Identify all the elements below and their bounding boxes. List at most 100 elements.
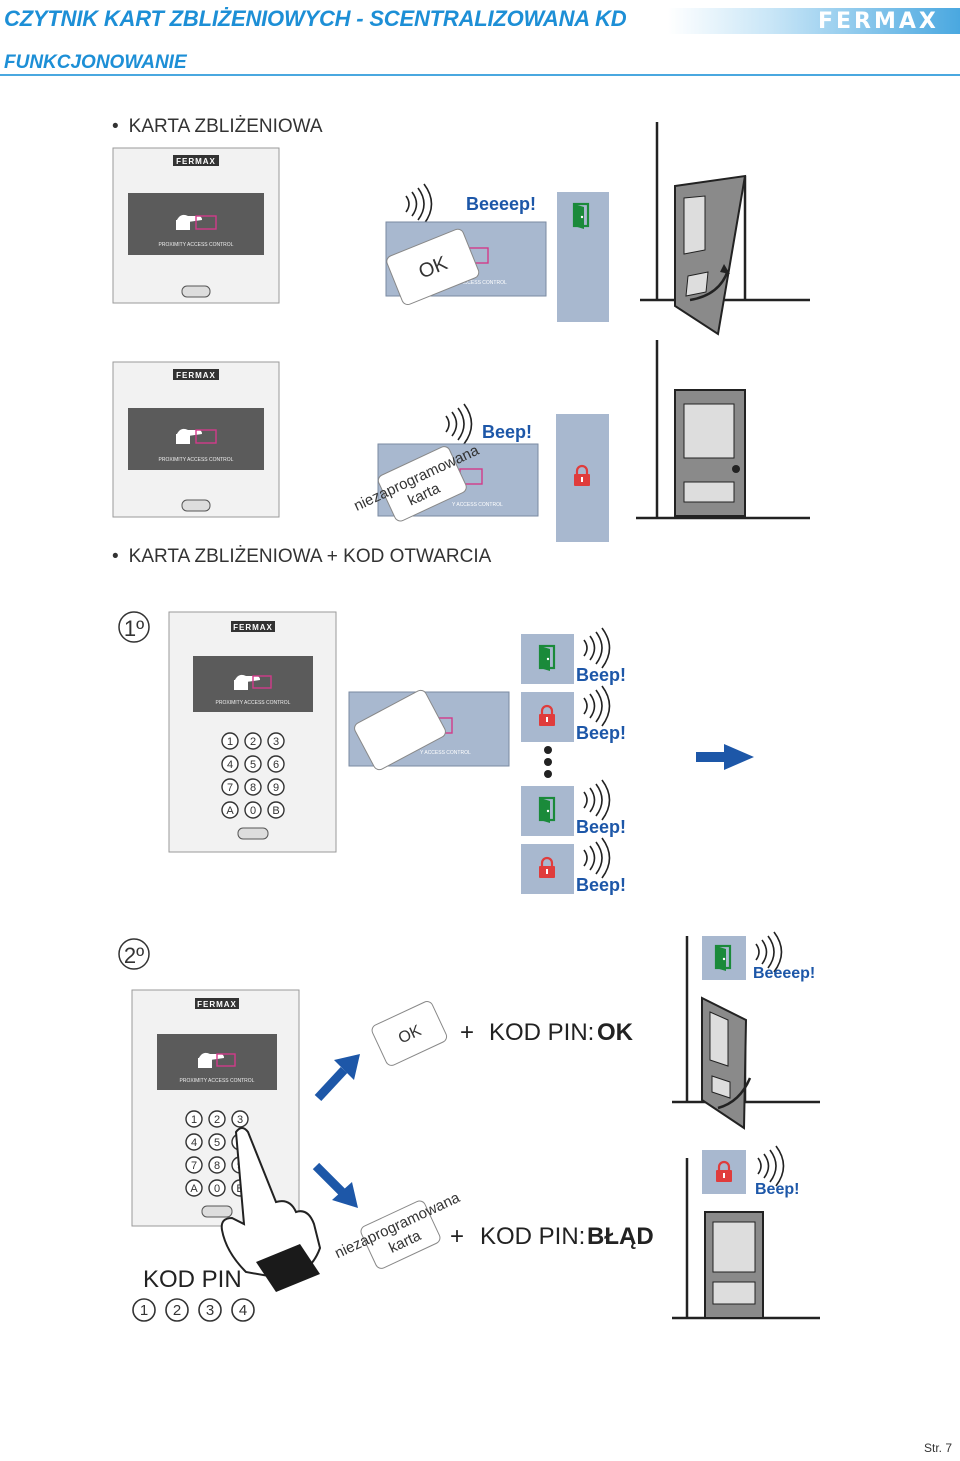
keypad-key-label: 0: [250, 805, 256, 817]
keypad-key: [185, 1110, 203, 1128]
svg-text:Beep!: Beep!: [576, 723, 626, 743]
svg-text:FERMAX: FERMAX: [233, 623, 273, 632]
pin-digit-label: 4: [239, 1302, 247, 1319]
section-title: FUNKCJONOWANIE: [4, 52, 187, 73]
document-title: CZYTNIK KART ZBLIŻENIOWYCH - SCENTRALIZO…: [4, 6, 627, 31]
keypad-key: [244, 755, 262, 773]
keypad: 1 2 3 4 5 6 7 8 9A 0 B: [221, 732, 285, 819]
svg-text:Beep!: Beep!: [576, 875, 626, 895]
step2-badge: 2º: [118, 938, 150, 970]
pin-digit-label: 3: [206, 1302, 214, 1319]
reader-device-1: FERMAX PROXIMITY ACCESS CONTROL: [112, 147, 280, 304]
pin-digit-label: 1: [140, 1302, 148, 1319]
pin-ok-result: OK: [597, 1019, 634, 1046]
pin-error-row: niezaprogramowana karta + KOD PIN: BŁĄD: [332, 1189, 654, 1269]
card-blank-scene: Y ACCESS CONTROL: [348, 689, 510, 771]
svg-text:Beeeep!: Beeeep!: [753, 965, 815, 982]
pin-error-label: KOD PIN:: [480, 1223, 585, 1250]
step2-ok-status: Beeeep!: [702, 931, 815, 982]
keypad-key-label: A: [226, 805, 234, 817]
keypad-key-label: 3: [273, 736, 279, 748]
keypad-reader-2: FERMAX PROXIMITY ACCESS CONTROL 12345678…: [131, 989, 300, 1227]
pin-digit: [165, 1298, 189, 1322]
keypad-key: [185, 1179, 203, 1197]
door-open-2: [672, 936, 820, 1130]
keypad-key: [221, 801, 239, 819]
keypad-key: [221, 755, 239, 773]
svg-text:Beep!: Beep!: [576, 817, 626, 837]
pin-ok-label: KOD PIN:: [489, 1019, 594, 1046]
card-ok-scene: Beeeep! Y ACCESS CONTROL OK: [385, 183, 609, 322]
keypad-key: [221, 732, 239, 750]
pin-digit-label: 2: [173, 1302, 181, 1319]
arrow-down-icon: [312, 1162, 358, 1208]
svg-text:Beep!: Beep!: [755, 1181, 799, 1198]
card-error-scene: Beep! Y ACCESS CONTROL niezaprogramowana…: [351, 403, 609, 542]
keypad-key-label: 1: [191, 1114, 197, 1126]
keypad-key: [244, 778, 262, 796]
pin-digit: [231, 1298, 255, 1322]
keypad-key-label: 9: [273, 782, 279, 794]
keypad-key: [221, 778, 239, 796]
keypad-key: [208, 1133, 226, 1151]
svg-text:2º: 2º: [124, 943, 144, 968]
reader-label: PROXIMITY ACCESS CONTROL: [159, 242, 234, 248]
step1-outcomes: Beep! Beep! Beep! Beep!: [521, 627, 626, 895]
keypad-key-label: 8: [250, 782, 256, 794]
pin-error-result: BŁĄD: [587, 1223, 654, 1250]
keypad-key: [267, 801, 285, 819]
pin-digit: [198, 1298, 222, 1322]
keypad-key-label: 4: [227, 759, 233, 771]
keypad-key: [208, 1156, 226, 1174]
fermax-logo: FERMAX: [818, 9, 939, 34]
svg-text:+: +: [460, 1019, 474, 1046]
svg-text:+: +: [450, 1223, 464, 1250]
reader-device-2: FERMAX PROXIMITY ACCESS CONTROL: [112, 361, 280, 518]
keypad-key: [244, 732, 262, 750]
svg-text:Y ACCESS CONTROL: Y ACCESS CONTROL: [420, 750, 471, 756]
svg-text:FERMAX: FERMAX: [197, 1000, 237, 1009]
pin-ok-row: OK + KOD PIN: OK: [371, 1001, 634, 1066]
keypad-key-label: 0: [214, 1183, 220, 1195]
keypad-key-label: 1: [227, 736, 233, 748]
heading-card-only: KARTA ZBLIŻENIOWA: [112, 116, 323, 138]
page-number: Str. 7: [923, 1441, 952, 1455]
keypad-key-label: 6: [273, 759, 279, 771]
arrow-up-icon: [314, 1054, 360, 1102]
keypad-key: [267, 755, 285, 773]
svg-text:Y ACCESS CONTROL: Y ACCESS CONTROL: [456, 280, 507, 286]
keypad-key-label: 4: [191, 1137, 197, 1149]
keypad-key-label: 2: [250, 736, 256, 748]
keypad-key-label: 3: [237, 1114, 243, 1126]
keypad-key-label: B: [272, 805, 279, 817]
keypad-key-label: 8: [214, 1160, 220, 1172]
keypad-key-label: 5: [250, 759, 256, 771]
sound-beep: Beep!: [482, 422, 532, 442]
svg-text:1º: 1º: [124, 616, 144, 641]
header-divider: [0, 74, 960, 76]
step2-error-status: Beep!: [702, 1145, 799, 1198]
reader-logo: FERMAX: [176, 157, 216, 166]
svg-text:PROXIMITY ACCESS CONTROL: PROXIMITY ACCESS CONTROL: [159, 457, 234, 463]
pointing-hand-icon: [220, 1127, 322, 1292]
door-open-1: [640, 122, 810, 336]
keypad-key-label: 2: [214, 1114, 220, 1126]
keypad-key: [244, 801, 262, 819]
sound-beeeep: Beeeep!: [466, 194, 536, 214]
door-closed-1: [636, 340, 810, 520]
keypad-key-label: A: [190, 1183, 198, 1195]
header-gradient-bar: [668, 8, 960, 34]
svg-text:KOD PIN: KOD PIN: [143, 1266, 242, 1293]
step1-badge: 1º: [118, 611, 150, 643]
door-closed-2: [672, 1158, 820, 1320]
keypad-key-label: 7: [191, 1160, 197, 1172]
keypad-key-label: 5: [214, 1137, 220, 1149]
heading-card-pin: KARTA ZBLIŻENIOWA + KOD OTWARCIA: [112, 546, 492, 568]
svg-text:PROXIMITY ACCESS CONTROL: PROXIMITY ACCESS CONTROL: [216, 700, 291, 706]
keypad-key: [208, 1110, 226, 1128]
arrow-right-icon: [696, 744, 754, 770]
svg-text:Beep!: Beep!: [576, 665, 626, 685]
keypad-key-label: 7: [227, 782, 233, 794]
keypad-key: [185, 1133, 203, 1151]
